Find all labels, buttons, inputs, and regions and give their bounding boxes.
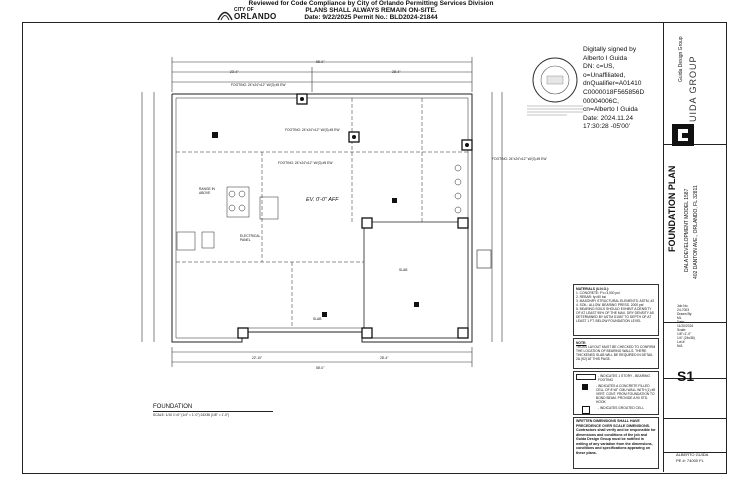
drawn-label: Drawn By: bbox=[677, 312, 693, 316]
company-logo-text: UIDA GROUP bbox=[688, 55, 698, 122]
level-note: EV. 0'-0" AFF bbox=[306, 197, 339, 203]
electrical-label: ELECTRICAL PANEL bbox=[240, 234, 261, 242]
sig-line: 17:30:28 -05'00' bbox=[583, 123, 630, 131]
written-dimensions-warning: WRITTEN DIMENSIONS SHALL HAVE PRECEDENCE… bbox=[573, 417, 659, 469]
tb-divider bbox=[664, 144, 726, 145]
dim-top-total: 58'-0" bbox=[316, 60, 325, 64]
scale-value-1: 1/8"=1'-0" bbox=[677, 332, 692, 336]
note-box: NOTE: TRUSS LAYOUT MUST BE CHECKED TO CO… bbox=[573, 338, 659, 369]
materials-box: MATERIALS (U.N.O.): 1. CONCRETE: F'c=3,0… bbox=[573, 284, 659, 336]
lot-value: N/A bbox=[677, 344, 683, 348]
engineer-seal-icon bbox=[532, 57, 578, 103]
job-info: Job No. 24-7003 Drawn By: ML Date: 11/20… bbox=[677, 304, 723, 348]
range-label: RANGE IN ABOVE bbox=[199, 187, 215, 195]
job-no: 24-7003 bbox=[677, 308, 690, 312]
plan-scale: SCALE: 1/10 1'=0" (1/4" = 1'-0") 24X36 (… bbox=[153, 413, 230, 417]
city-logo-icon bbox=[217, 11, 233, 21]
sig-line: cn=Alberto I Guida bbox=[583, 106, 638, 114]
note-heading: NOTE: bbox=[576, 341, 587, 345]
footing-symbol-icon bbox=[576, 374, 596, 380]
plan-title: FOUNDATION bbox=[153, 404, 193, 410]
sig-line: Digitally signed by bbox=[583, 46, 637, 53]
date-label: Date: bbox=[677, 320, 685, 324]
engineer-name: ALBERTO GUIDA bbox=[676, 452, 709, 457]
footing-label-2: FOOTING: 24"x24"x12" W/(3) #5 EW bbox=[285, 128, 340, 132]
legend-text: - INDICATES GROUTED CELL bbox=[598, 406, 644, 410]
scale-label: Scale: bbox=[677, 328, 687, 332]
engineer-pe: PE #: 74000 FL bbox=[676, 458, 704, 463]
job-no-label: Job No. bbox=[677, 304, 689, 308]
dim-bottom-right: 28'-4" bbox=[380, 356, 389, 360]
lot-label: Lot #: bbox=[677, 340, 686, 344]
plan-title-underline bbox=[153, 411, 273, 412]
legend-row: - INDICATES A CONCRETE FILLED CELL OF 8"… bbox=[576, 384, 656, 404]
sheet-border bbox=[22, 22, 727, 474]
materials-heading: MATERIALS (U.N.O.): bbox=[576, 287, 610, 291]
scale-value-2: 1/4" (24x36) bbox=[677, 336, 695, 340]
materials-item: 3. MASONRY STRUCTURAL ELEMENTS: ASTM, #2 bbox=[576, 299, 655, 303]
slab-mark-1: SLAB bbox=[399, 268, 408, 272]
materials-item: 2. REBAR: fy=60 ksi bbox=[576, 295, 606, 299]
stamp-header-line2: PLANS SHALL ALWAYS REMAIN ON-SITE. bbox=[305, 7, 437, 14]
legend-text: - INDICATES A CONCRETE FILLED CELL OF 8"… bbox=[596, 384, 656, 404]
project-address: 402 DANTON AVE., ORLANDO, FL 32811 bbox=[693, 185, 699, 279]
date-value: 11/20/2024 bbox=[677, 324, 694, 328]
tb-divider bbox=[664, 452, 726, 453]
city-logo-cityof: CITY OF bbox=[234, 7, 254, 13]
footing-label-1: FOOTING: 24"x24"x12" W/(3) #5 EW bbox=[231, 83, 286, 87]
foundation-plan-drawing bbox=[141, 57, 503, 367]
tb-divider bbox=[664, 322, 726, 323]
slab-mark-2: SLAB bbox=[313, 317, 322, 321]
stamp-header-line1: Reviewed for Code Compliance by City of … bbox=[248, 0, 494, 7]
footing-label-4: FOOTING: 24"x24"x12" W/(3) #5 EW bbox=[492, 157, 547, 161]
sig-line: dnQualifier=A01410 bbox=[583, 80, 642, 88]
drawn-by: ML bbox=[677, 316, 682, 320]
sig-line: 00004006C, bbox=[583, 97, 619, 105]
dim-top-right: 28'-4" bbox=[392, 70, 401, 74]
title-block bbox=[663, 22, 726, 472]
stamp-header-line3: Date: 9/22/2025 Permit No.: BLD2024-2184… bbox=[304, 14, 438, 21]
dim-bottom-total: 58'-0" bbox=[316, 366, 325, 370]
dim-top-left: 23'-4" bbox=[230, 70, 239, 74]
company-name-vertical: Guida Design Group bbox=[678, 36, 684, 82]
company-logo-mark-icon bbox=[678, 129, 688, 141]
materials-item: 4. SOIL: ALLOW. BEARING PRESS. 2000 psf bbox=[576, 303, 644, 307]
legend-text: - INDICATES 1 STORY - BEARING FOOTING bbox=[598, 374, 650, 382]
filled-cell-icon bbox=[582, 384, 588, 390]
legend-box: - INDICATES 1 STORY - BEARING FOOTING - … bbox=[573, 371, 659, 415]
city-logo-orlando: ORLANDO bbox=[234, 12, 277, 21]
materials-item: 1. CONCRETE: F'c=3,000 psi bbox=[576, 291, 620, 295]
project-name: DALA DEVELOPMENT MODEL 1587 bbox=[684, 188, 690, 272]
fineprint-lines-icon bbox=[527, 105, 583, 116]
sheet-number: S1 bbox=[677, 368, 695, 384]
note-text: TRUSS LAYOUT MUST BE CHECKED TO CONFIRM … bbox=[576, 345, 656, 361]
city-logo bbox=[217, 7, 233, 26]
sig-line: C0000018F565856D bbox=[583, 88, 645, 96]
legend-row: - INDICATES GROUTED CELL bbox=[576, 406, 656, 414]
grouted-cell-icon bbox=[582, 406, 590, 414]
sig-line: DN: c=US, bbox=[583, 63, 615, 71]
sig-line: o=Unaffiliated, bbox=[583, 71, 626, 79]
sig-line: Alberto I Guida bbox=[583, 54, 627, 62]
digital-signature: Digitally signed by Alberto I Guida DN: … bbox=[583, 46, 644, 132]
sheet-title: FOUNDATION PLAN bbox=[667, 165, 677, 252]
tb-divider bbox=[664, 418, 726, 419]
legend-row: - INDICATES 1 STORY - BEARING FOOTING bbox=[576, 374, 656, 382]
tb-divider bbox=[664, 378, 726, 379]
footing-label-3: FOOTING: 24"x24"x12" W/(3) #5 EW bbox=[278, 161, 333, 165]
materials-item: 5. BEARING SOILS SHOULD EXHIBIT A DENSIT… bbox=[576, 307, 654, 323]
seal-fineprint bbox=[527, 104, 583, 118]
sig-line: Date: 2024.11.24 bbox=[583, 114, 634, 122]
company-logo-icon bbox=[672, 124, 694, 146]
dim-bottom-left: 22'-10" bbox=[252, 356, 263, 360]
